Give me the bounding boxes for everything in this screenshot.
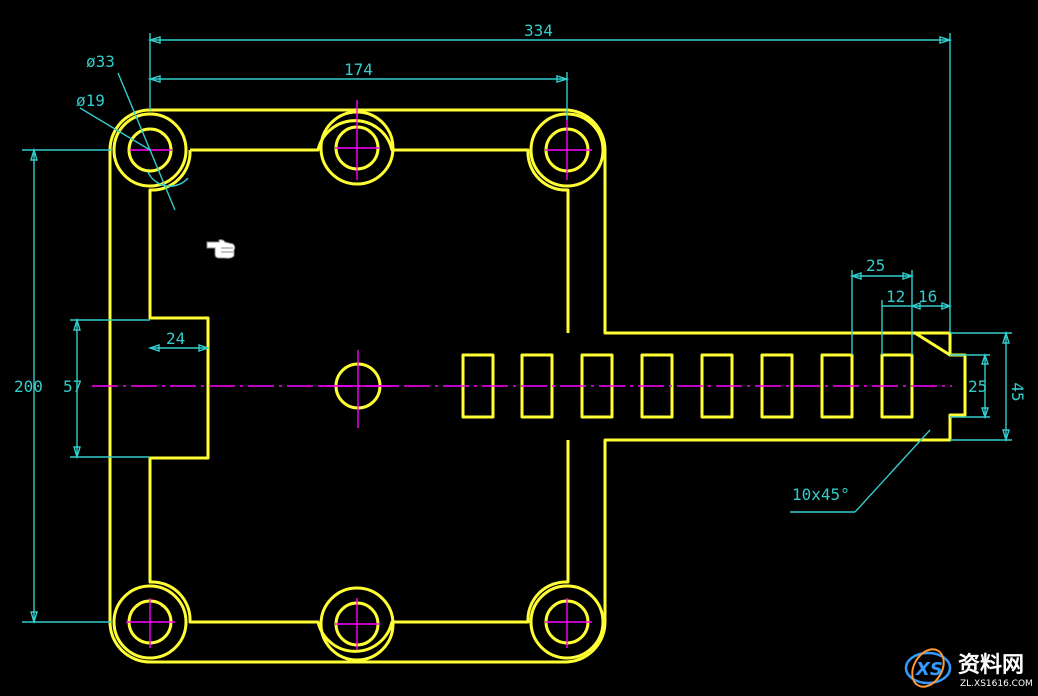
watermark: XS 资料网 ZL.XS1616.COM (898, 644, 1034, 689)
dim-notch-height: 57 (63, 377, 82, 396)
dim-height: 200 (14, 377, 43, 396)
watermark-brand: 资料网 (958, 653, 1024, 678)
dim-slot-width: 12 (886, 287, 905, 306)
svg-text:XS: XS (915, 659, 943, 680)
dim-arm-width: 45 (1008, 382, 1027, 401)
dim-chamfer: 10x45° (792, 485, 850, 504)
dim-slot-pitch: 25 (866, 256, 885, 275)
centerlines (92, 100, 952, 650)
dim-notch-depth: 24 (166, 329, 185, 348)
watermark-url: ZL.XS1616.COM (960, 679, 1033, 689)
dim-overall-width: 334 (524, 21, 553, 40)
dim-hole-diameter: ø19 (76, 91, 105, 110)
xs-logo-icon: XS (904, 648, 952, 688)
dim-hole-spacing: 174 (344, 60, 373, 79)
part-outer-outline (108, 108, 967, 664)
hand-pointer-icon (206, 239, 236, 259)
dim-slot-length: 25 (968, 377, 987, 396)
arm-chamfer-line (914, 331, 951, 357)
part-inner-outline (148, 119, 570, 653)
dimension-lines (22, 33, 1012, 625)
dim-boss-diameter: ø33 (86, 52, 115, 71)
dim-end-offset: 16 (918, 287, 937, 306)
